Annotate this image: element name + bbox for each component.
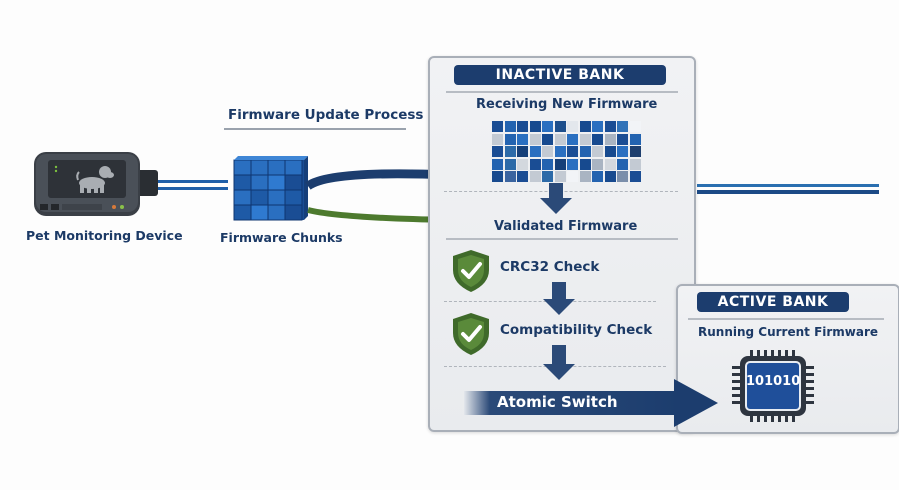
firmware-block (504, 158, 516, 170)
firmware-block (629, 146, 641, 157)
firmware-block (592, 171, 603, 182)
firmware-block (629, 158, 641, 170)
pet-monitoring-device (30, 150, 160, 220)
receive-arrow (305, 169, 451, 190)
firmware-block (554, 158, 566, 170)
inactive-bank-banner: INACTIVE BANK (454, 65, 666, 85)
firmware-block (617, 146, 628, 157)
firmware-block (492, 171, 503, 182)
firmware-block (517, 121, 528, 132)
connector-line-top (150, 180, 228, 183)
diagram-title: Firmware Update Process (228, 107, 424, 123)
firmware-block (554, 146, 566, 157)
firmware-block (579, 121, 591, 132)
validate-arrow (307, 207, 451, 223)
firmware-block (592, 146, 603, 157)
active-bank-banner: ACTIVE BANK (697, 292, 849, 312)
firmware-block (604, 146, 616, 157)
firmware-block (629, 171, 641, 182)
firmware-block (579, 171, 591, 182)
dog-icon (76, 166, 114, 193)
firmware-block (617, 158, 628, 170)
firmware-block (567, 158, 578, 170)
output-line-top (697, 184, 879, 187)
firmware-block (604, 121, 616, 132)
firmware-block (604, 158, 616, 170)
down-arrow (540, 183, 572, 214)
firmware-block (617, 171, 628, 182)
chip-binary-text: 101010 (746, 374, 801, 389)
firmware-block (504, 171, 516, 182)
crc32-check-label: CRC32 Check (500, 259, 600, 275)
firmware-block (529, 158, 541, 170)
firmware-block (542, 171, 553, 182)
chunks-label: Firmware Chunks (220, 230, 343, 245)
firmware-block (517, 171, 528, 182)
divider (688, 318, 884, 320)
firmware-block (579, 133, 591, 145)
down-arrow (543, 345, 575, 380)
firmware-block (517, 146, 528, 157)
firmware-block (629, 121, 641, 132)
firmware-block (567, 121, 578, 132)
running-firmware-label: Running Current Firmware (698, 325, 879, 339)
firmware-block (529, 133, 541, 145)
title-underline (224, 128, 406, 130)
firmware-block (567, 171, 578, 182)
chip-icon: 101010 (728, 346, 818, 426)
firmware-block (542, 158, 553, 170)
firmware-block (542, 121, 553, 132)
firmware-block (504, 121, 516, 132)
firmware-block (517, 158, 528, 170)
divider (446, 238, 678, 240)
firmware-block (629, 133, 641, 145)
firmware-block (504, 146, 516, 157)
firmware-block (529, 146, 541, 157)
validated-label: Validated Firmware (494, 219, 638, 234)
receiving-label: Receiving New Firmware (476, 97, 658, 112)
firmware-block-grid (492, 121, 641, 182)
device-label: Pet Monitoring Device (26, 228, 183, 243)
shield-check-icon (453, 250, 489, 292)
firmware-block (492, 158, 503, 170)
down-arrow (543, 282, 575, 315)
output-line-bottom (697, 190, 879, 194)
firmware-block (542, 133, 553, 145)
firmware-block (492, 121, 503, 132)
firmware-block (529, 121, 541, 132)
firmware-block (592, 133, 603, 145)
divider (446, 91, 678, 93)
firmware-block (617, 121, 628, 132)
firmware-block (579, 146, 591, 157)
firmware-block (604, 133, 616, 145)
atomic-switch-label: Atomic Switch (497, 393, 618, 411)
firmware-block (567, 133, 578, 145)
firmware-block (567, 146, 578, 157)
firmware-block (542, 146, 553, 157)
firmware-block (492, 133, 503, 145)
firmware-block (579, 158, 591, 170)
firmware-block (554, 171, 566, 182)
firmware-block (617, 133, 628, 145)
shield-check-icon (453, 313, 489, 355)
firmware-chunks-icon (232, 156, 308, 226)
firmware-block (554, 133, 566, 145)
firmware-block (592, 158, 603, 170)
atomic-switch-arrow (464, 379, 718, 427)
firmware-block (529, 171, 541, 182)
firmware-block (592, 121, 603, 132)
firmware-block (492, 146, 503, 157)
compatibility-check-label: Compatibility Check (500, 322, 653, 338)
connector-line-bottom (150, 187, 228, 190)
firmware-block (517, 133, 528, 145)
firmware-block (554, 121, 566, 132)
firmware-block (504, 133, 516, 145)
firmware-block (604, 171, 616, 182)
